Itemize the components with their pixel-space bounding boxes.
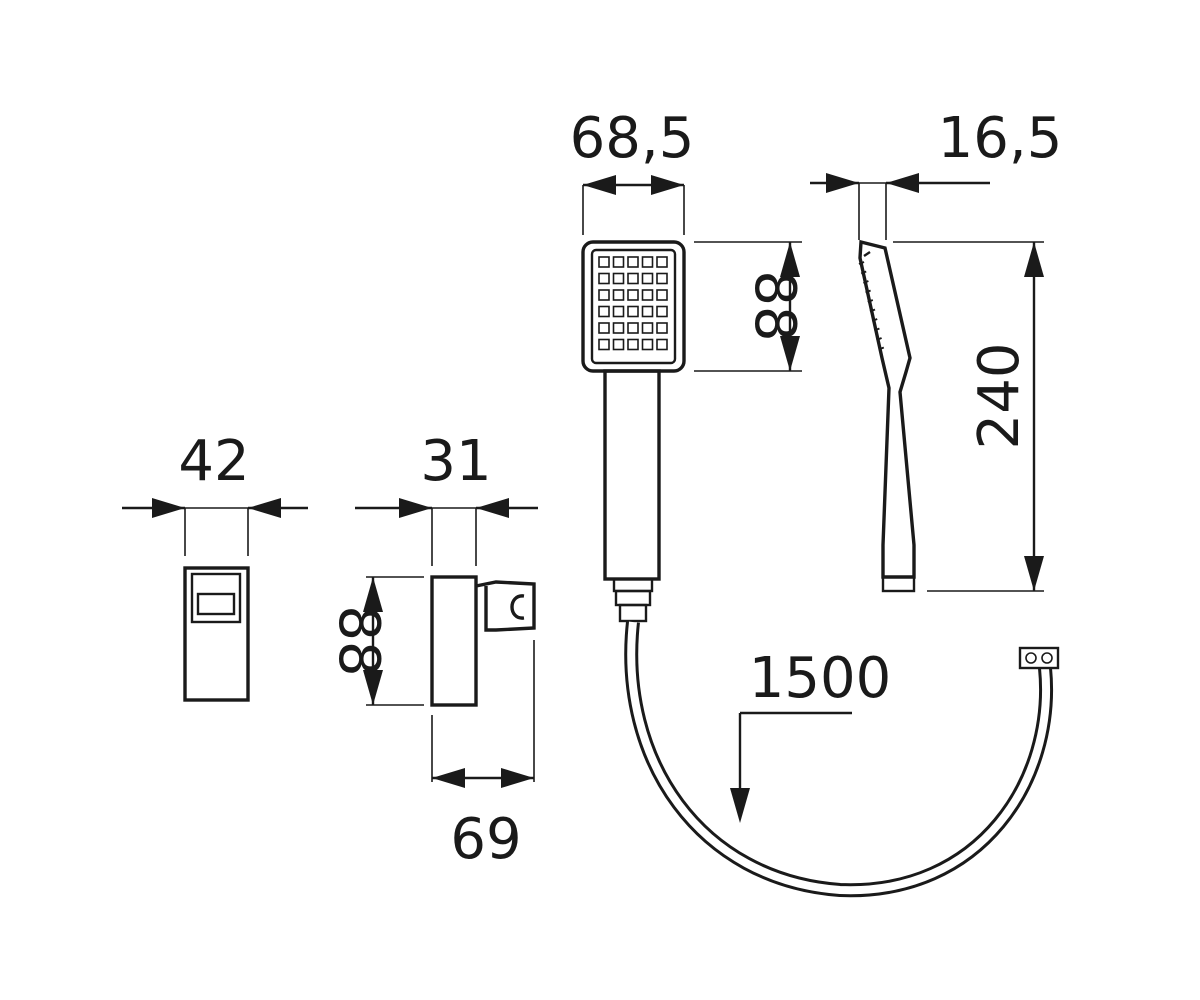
nozzle: [641, 289, 654, 301]
nozzle-tick: [878, 346, 885, 351]
nozzle-tick: [867, 299, 874, 303]
arrow-head: [399, 498, 432, 518]
dimension-label-88-head: 88: [742, 270, 807, 341]
nozzle-grid: [598, 256, 668, 351]
arrow-head: [152, 498, 185, 518]
nozzle: [598, 338, 610, 351]
nozzle: [598, 256, 610, 268]
nozzle: [612, 338, 625, 351]
hand-shower-front-view: [581, 240, 686, 623]
nozzle: [612, 305, 625, 318]
dimension-label-240: 240: [967, 343, 1032, 450]
nozzle-tick: [871, 318, 878, 322]
holder-side-view: [430, 575, 536, 707]
nozzle: [656, 305, 668, 318]
nozzle: [641, 305, 654, 318]
arrow-head: [583, 175, 616, 195]
holder-projection-dimension: 69: [431, 640, 535, 872]
nozzle-tick: [874, 327, 880, 332]
nozzle: [598, 289, 610, 301]
nozzle-tick: [869, 308, 876, 313]
hose: [624, 621, 1060, 898]
wall-bracket-width-dimension: 42: [122, 429, 308, 556]
wall-bracket-front-view: [183, 566, 250, 702]
arrow-head: [432, 768, 465, 788]
nozzle-tick: [863, 280, 869, 284]
dimension-label-31: 31: [420, 429, 491, 494]
arrow-head: [363, 670, 383, 705]
nozzle-tick: [858, 261, 865, 265]
arrow-head: [1024, 556, 1044, 591]
nozzle: [641, 338, 654, 351]
nozzle: [627, 289, 639, 301]
nozzle: [656, 289, 668, 301]
nozzle-tick: [865, 289, 871, 294]
dimension-label-1500: 1500: [749, 646, 892, 711]
nozzle: [641, 272, 654, 285]
nozzle-tick: [860, 270, 867, 275]
nozzle: [656, 256, 668, 268]
profile-nozzle-ticks: [858, 261, 885, 351]
nozzle: [627, 256, 639, 268]
hand-shower-side-view: [858, 239, 916, 593]
arrow-head: [780, 336, 800, 371]
nozzle: [656, 338, 668, 351]
nozzle: [612, 256, 625, 268]
dimension-label-42: 42: [178, 429, 249, 494]
nozzle: [598, 305, 610, 318]
arrow-head: [476, 498, 509, 518]
arrow-head: [248, 498, 281, 518]
arrow-head: [363, 577, 383, 612]
arrow-head: [826, 173, 859, 193]
nozzle-tick: [876, 337, 882, 341]
arrow-head: [780, 242, 800, 277]
hose-length-dimension: 1500: [730, 646, 891, 823]
nozzle: [627, 272, 639, 285]
holder-depth-dimension: 31: [355, 429, 538, 566]
nozzle: [656, 322, 668, 334]
head-height-dimension: 88: [694, 241, 807, 372]
nozzle: [612, 322, 625, 334]
nozzle: [627, 338, 639, 351]
hose-nut: [1018, 646, 1060, 670]
head-width-dimension: 68,5: [570, 106, 695, 235]
dimension-label-69: 69: [450, 807, 521, 872]
arrow-head: [730, 788, 750, 823]
arrow-head: [501, 768, 534, 788]
nozzle: [641, 322, 654, 334]
arrow-head: [651, 175, 684, 195]
arrow-head: [886, 173, 919, 193]
arrow-head: [1024, 242, 1044, 277]
nozzle: [612, 289, 625, 301]
profile-thickness-dimension: 16,5: [810, 106, 1062, 240]
nozzle: [627, 305, 639, 318]
holder-height-dimension: 88: [326, 576, 424, 706]
nozzle: [641, 256, 654, 268]
nozzle: [598, 322, 610, 334]
nozzle: [598, 272, 610, 285]
dimension-label-88-holder: 88: [326, 605, 391, 676]
nozzle: [627, 322, 639, 334]
shower-length-dimension: 240: [893, 241, 1044, 592]
dimension-label-68-5: 68,5: [570, 106, 695, 171]
dimension-label-16-5: 16,5: [938, 106, 1063, 171]
nozzle: [656, 272, 668, 285]
nozzle: [612, 272, 625, 285]
